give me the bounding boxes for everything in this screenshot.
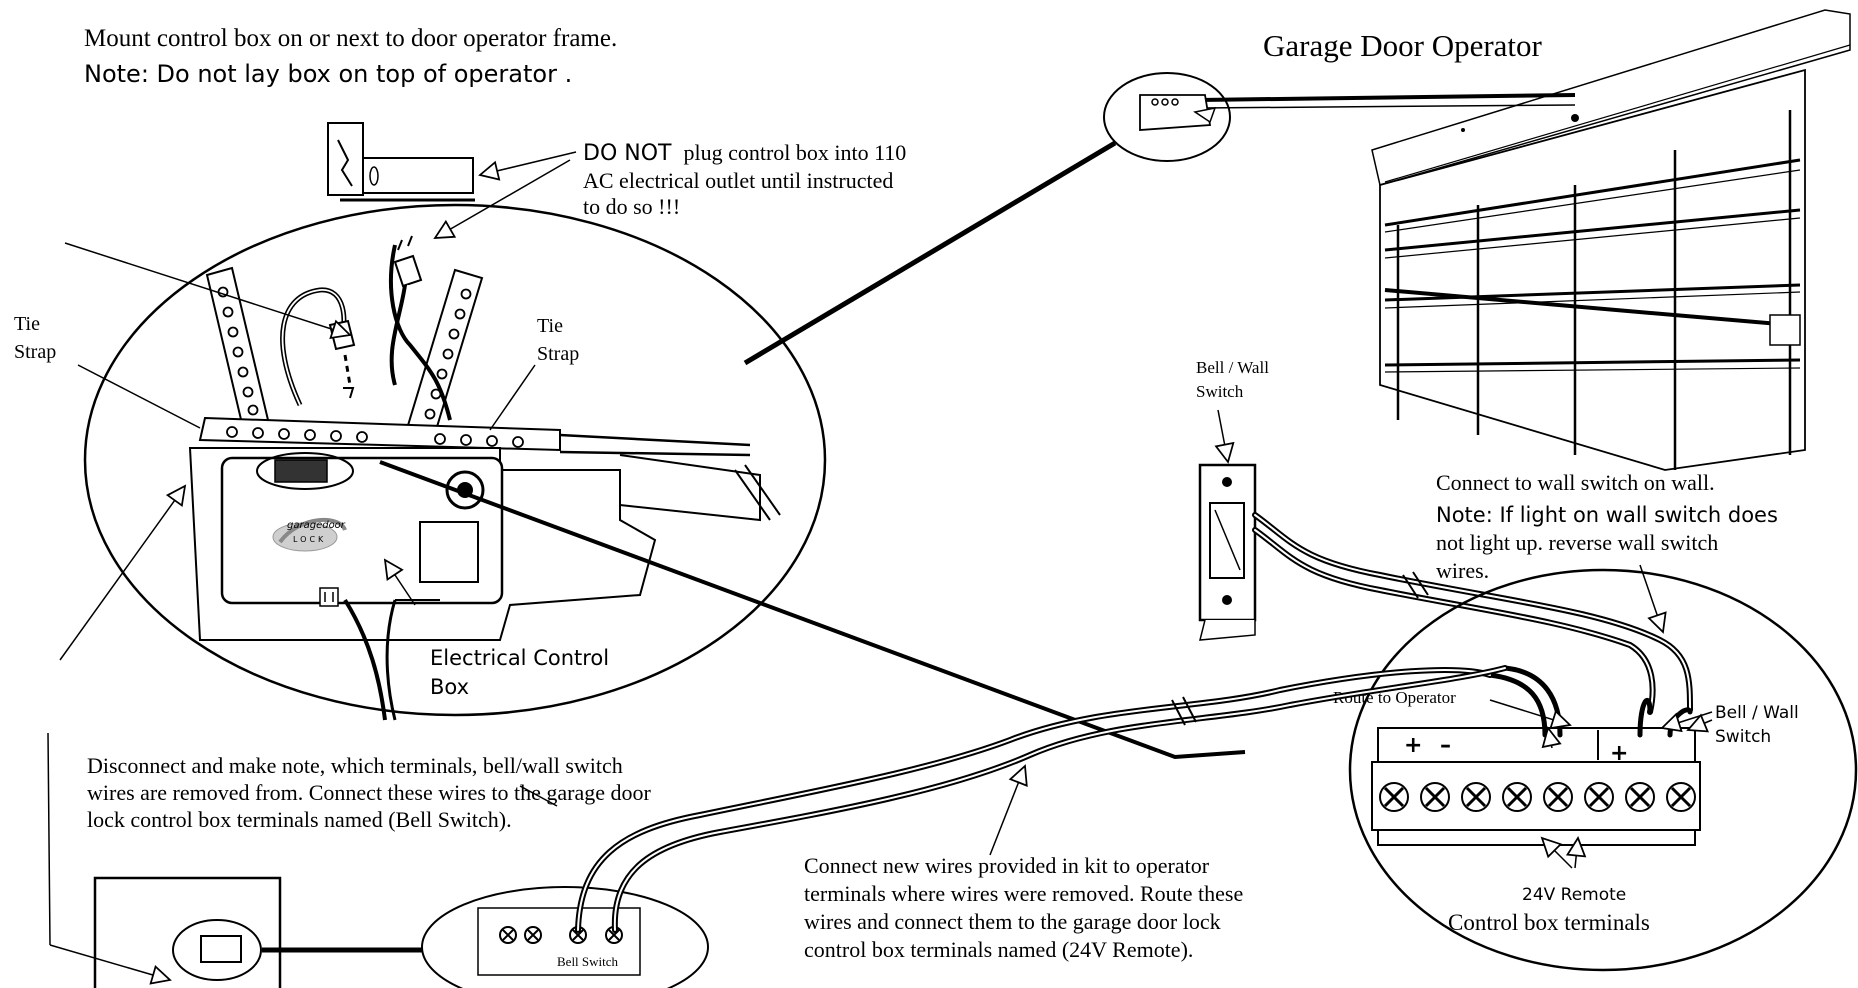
plug-note-do-not: DO NOT [583, 141, 672, 166]
bell-switch-screws [499, 926, 623, 944]
disconnect-note-line2: wires are removed from. Connect these wi… [87, 780, 652, 805]
bell-wall-switch-right-line2: Switch [1715, 727, 1771, 747]
arrow-route-to-operator [1489, 699, 1572, 730]
terminal-screw-slot [1588, 786, 1610, 808]
wall-switch-wires [1252, 512, 1693, 715]
wall-button-ellipse [172, 919, 262, 981]
tie-strap-left-line1: Tie [14, 313, 40, 335]
tie-strap-right-pointer [489, 364, 536, 431]
control-box-terminals-ellipse [1348, 568, 1858, 972]
garage-door-lock-logo: garagedoor LOCK [272, 517, 347, 552]
arrow-to-loose-plug [64, 242, 352, 340]
disconnect-note-line1: Disconnect and make note, which terminal… [87, 753, 623, 778]
arrow-bell-wall-switch-2 [1686, 713, 1713, 733]
wall-button-plate [93, 876, 282, 988]
disconnect-pointer [519, 785, 558, 807]
tie-strap-right-line1: Tie [537, 315, 563, 337]
arrow-to-wall-switch [1214, 409, 1235, 464]
arrow-route-to-operator-2 [1541, 726, 1562, 749]
control-box-small-illustration [327, 122, 475, 202]
plug-note-line1: DO NOT plug control box into 110 [583, 140, 906, 166]
arrow-to-electrical-box [383, 558, 416, 606]
bell-wall-switch-top-line1: Bell / Wall [1196, 358, 1269, 377]
operator-closeup-ellipse [83, 203, 827, 717]
connect-new-wires-line4: control box terminals named (24V Remote)… [804, 937, 1193, 962]
arrow-to-wall-button [49, 944, 172, 985]
terminal-screw-slot [1383, 786, 1405, 808]
arrow-24v-remote-1 [1540, 836, 1573, 869]
route-to-operator-label: Route to Operator [1333, 688, 1456, 707]
operator-head-illustration [1139, 94, 1217, 131]
operator-head-ellipse [1103, 72, 1231, 162]
bell-switch-ellipse [421, 886, 709, 988]
remote-24v-label: 24V Remote [1522, 885, 1626, 905]
bell-switch-box [477, 907, 641, 976]
electrical-control-box-line2: Box [430, 675, 469, 699]
electrical-control-box-line1: Electrical Control [430, 646, 609, 670]
terminal-screws [1379, 782, 1696, 812]
bell-switch-screw-slot [572, 929, 584, 941]
terminal-screw-slot [1465, 786, 1487, 808]
mount-note-line1: Mount control box on or next to door ope… [84, 25, 617, 52]
connector-line-to-operator-head [743, 140, 1117, 366]
terminal-wires [1487, 665, 1693, 738]
bell-wall-switch-right-line1: Bell / Wall [1715, 703, 1799, 723]
logo-text: garagedoor [287, 520, 346, 531]
arrow-to-housing [59, 484, 187, 661]
logo-text-lock: LOCK [293, 535, 326, 544]
bottom-left-pointer-vertical [47, 732, 51, 946]
wall-switch-note-line3: not light up. reverse wall switch [1436, 530, 1718, 555]
arrow-to-wall-switch-wires [1639, 564, 1667, 634]
tie-strap-left-pointer [77, 364, 201, 429]
mount-note-line2: Note: Do not lay box on top of operator … [84, 60, 572, 88]
terminal-screw-slot [1506, 786, 1528, 808]
connect-new-wires-line2: terminals where wires were removed. Rout… [804, 881, 1243, 906]
terminal-plus-left: + [1404, 733, 1422, 758]
bell-switch-label: Bell Switch [557, 954, 619, 969]
bell-switch-screw-slot [502, 929, 514, 941]
terminal-block [1371, 727, 1701, 846]
arrow-bell-wall-switch-1 [1660, 711, 1713, 733]
wall-switch-note-line2: Note: If light on wall switch does [1436, 503, 1778, 527]
terminal-screw-slot [1547, 786, 1569, 808]
arrow-to-new-wires [989, 764, 1028, 856]
plug-note-line3: to do so !!! [583, 194, 680, 219]
plug-note-line2: AC electrical outlet until instructed [583, 168, 893, 193]
garage-door-operator-title: Garage Door Operator [1263, 28, 1543, 63]
bell-switch-screw-slot [527, 929, 539, 941]
control-box-terminals-label: Control box terminals [1448, 910, 1650, 935]
terminal-plus-right: + [1610, 741, 1628, 766]
wall-switch-note-line4: wires. [1436, 558, 1489, 583]
terminal-screw-slot [1424, 786, 1446, 808]
wall-switch-device [1198, 463, 1257, 641]
operator-closeup-detail [188, 235, 781, 721]
connector-line-to-terminals [379, 460, 1246, 760]
connect-new-wires-line1: Connect new wires provided in kit to ope… [804, 853, 1210, 878]
plug-note-line1-rest: plug control box into 110 [683, 140, 906, 165]
wire-break-mark-2 [1171, 696, 1197, 726]
tie-strap-right-line2: Strap [537, 343, 579, 365]
wall-button [200, 935, 242, 963]
arrow-24v-remote-2 [1565, 836, 1587, 869]
bell-wall-switch-top-line2: Switch [1196, 382, 1244, 401]
connect-new-wires-line3: wires and connect them to the garage doo… [804, 909, 1221, 934]
garage-door-illustration [1199, 9, 1851, 471]
disconnect-note-line3: lock control box terminals named (Bell S… [87, 807, 512, 832]
tie-strap-left-line2: Strap [14, 341, 56, 363]
arrow-to-plug [433, 159, 571, 239]
new-wires-to-24v [575, 665, 1508, 933]
arrow-to-small-box [478, 151, 577, 181]
wall-switch-note-line1: Connect to wall switch on wall. [1436, 470, 1715, 495]
terminal-minus: – [1440, 733, 1451, 758]
terminal-screw-slot [1670, 786, 1692, 808]
wire-break-mark [1402, 571, 1429, 599]
terminal-screw-slot [1629, 786, 1651, 808]
